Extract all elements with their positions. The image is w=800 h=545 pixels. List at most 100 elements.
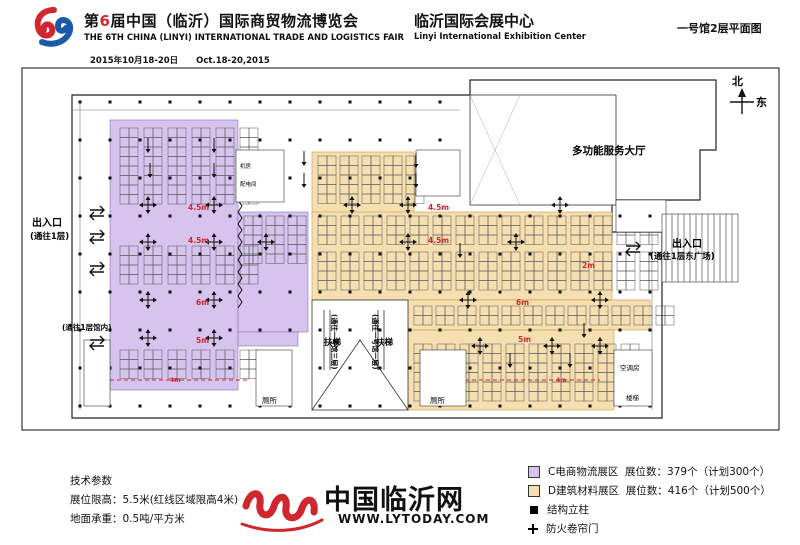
pillar bbox=[78, 252, 82, 256]
pillar bbox=[198, 214, 202, 218]
pillar bbox=[318, 366, 322, 370]
pillar bbox=[528, 404, 532, 408]
aisle-arrow bbox=[553, 198, 567, 212]
pillar bbox=[378, 214, 382, 218]
pillar bbox=[108, 290, 112, 294]
booth bbox=[224, 194, 235, 205]
aisle-arrow-head bbox=[205, 291, 223, 309]
booth bbox=[348, 193, 359, 204]
aisle-arrow-head bbox=[457, 254, 463, 258]
booth bbox=[488, 315, 499, 326]
pillar bbox=[468, 290, 472, 294]
pillar bbox=[408, 290, 412, 294]
booth bbox=[579, 234, 590, 245]
escalator-right-note: (通往一号馆一层) bbox=[371, 314, 380, 369]
escalator-area bbox=[311, 299, 409, 411]
booth bbox=[579, 280, 590, 291]
brand-logo-icon bbox=[240, 490, 324, 532]
aisle-arrow-head bbox=[139, 233, 157, 251]
booth bbox=[349, 280, 360, 291]
aisle-arrow bbox=[593, 293, 607, 307]
booth bbox=[576, 315, 587, 326]
pillar bbox=[228, 328, 232, 332]
pillar bbox=[378, 252, 382, 256]
booth bbox=[326, 193, 337, 204]
compass-east: 东 bbox=[756, 95, 767, 109]
pillar bbox=[318, 328, 322, 332]
booth bbox=[642, 315, 653, 326]
aisle-arrow bbox=[207, 235, 221, 249]
legend-swatch-d bbox=[528, 484, 540, 497]
aisle-arrows bbox=[139, 138, 609, 368]
booth bbox=[239, 137, 250, 148]
pillar bbox=[498, 214, 502, 218]
fair-title-en: THE 6TH CHINA (LINYI) INTERNATIONAL TRAD… bbox=[84, 32, 404, 42]
pillar bbox=[558, 252, 562, 256]
pillar bbox=[228, 138, 232, 142]
booth bbox=[602, 280, 613, 291]
booth bbox=[239, 368, 250, 379]
aisle-arrow-head bbox=[567, 364, 573, 368]
aisle-arrow-head bbox=[145, 149, 151, 153]
aisle-arrow-head bbox=[301, 184, 307, 188]
booth bbox=[441, 234, 452, 245]
aisle-arrow-head bbox=[543, 337, 561, 355]
pillar bbox=[168, 366, 172, 370]
booth bbox=[625, 270, 636, 281]
booth bbox=[664, 315, 675, 326]
pillar bbox=[468, 328, 472, 332]
fair-logo bbox=[34, 7, 74, 47]
room-label-2: 配电间 bbox=[240, 180, 257, 188]
pillar bbox=[438, 290, 442, 294]
aisle-arrow-head bbox=[205, 329, 223, 347]
aisle-arrow-head bbox=[147, 174, 153, 178]
aisle-arrow-head bbox=[211, 149, 217, 153]
pillar bbox=[288, 100, 292, 104]
booth bbox=[625, 280, 636, 291]
pillar bbox=[588, 290, 592, 294]
pillar bbox=[528, 252, 532, 256]
pillar bbox=[318, 252, 322, 256]
booth bbox=[372, 234, 383, 245]
pillar bbox=[378, 328, 382, 332]
pillar bbox=[438, 252, 442, 256]
pillar bbox=[198, 138, 202, 142]
brand-url: WWW.LYTODAY.COM bbox=[338, 512, 490, 526]
booth bbox=[625, 234, 636, 245]
booth bbox=[639, 251, 650, 262]
legend-pillar: 结构立柱 bbox=[528, 500, 771, 519]
booth bbox=[639, 234, 650, 245]
fire-door-icon bbox=[528, 523, 538, 534]
pillar bbox=[438, 328, 442, 332]
aisle-arrow-head bbox=[591, 291, 609, 309]
booth bbox=[326, 234, 337, 245]
booth bbox=[464, 234, 475, 245]
booth bbox=[468, 391, 479, 402]
entrance-left-title: 出入口 bbox=[32, 216, 62, 229]
aisle-arrow-head bbox=[591, 337, 609, 355]
aisle-arrow bbox=[141, 198, 155, 212]
pillar bbox=[468, 252, 472, 256]
pillar bbox=[468, 214, 472, 218]
booth bbox=[444, 315, 455, 326]
booth-grid bbox=[119, 127, 675, 402]
booth bbox=[176, 274, 187, 285]
pillar bbox=[168, 290, 172, 294]
pillar bbox=[348, 214, 352, 218]
aisle-arrow-head bbox=[211, 174, 217, 178]
pillar bbox=[258, 252, 262, 256]
hall-title: 一号馆2层平面图 bbox=[677, 22, 762, 35]
booth bbox=[537, 391, 548, 402]
booth bbox=[598, 315, 609, 326]
aisle-arrow bbox=[509, 235, 523, 249]
dim-label: 4m bbox=[556, 377, 566, 384]
aisle-arrow-head bbox=[413, 184, 419, 188]
dim-label: 4.5m bbox=[188, 236, 209, 245]
pillar bbox=[228, 100, 232, 104]
pillar bbox=[588, 214, 592, 218]
booth bbox=[648, 234, 659, 245]
booth bbox=[128, 368, 139, 379]
pillar bbox=[348, 328, 352, 332]
legend-zone-d-count: 展位数：416个（计划500个） bbox=[625, 485, 771, 497]
booth bbox=[510, 315, 521, 326]
